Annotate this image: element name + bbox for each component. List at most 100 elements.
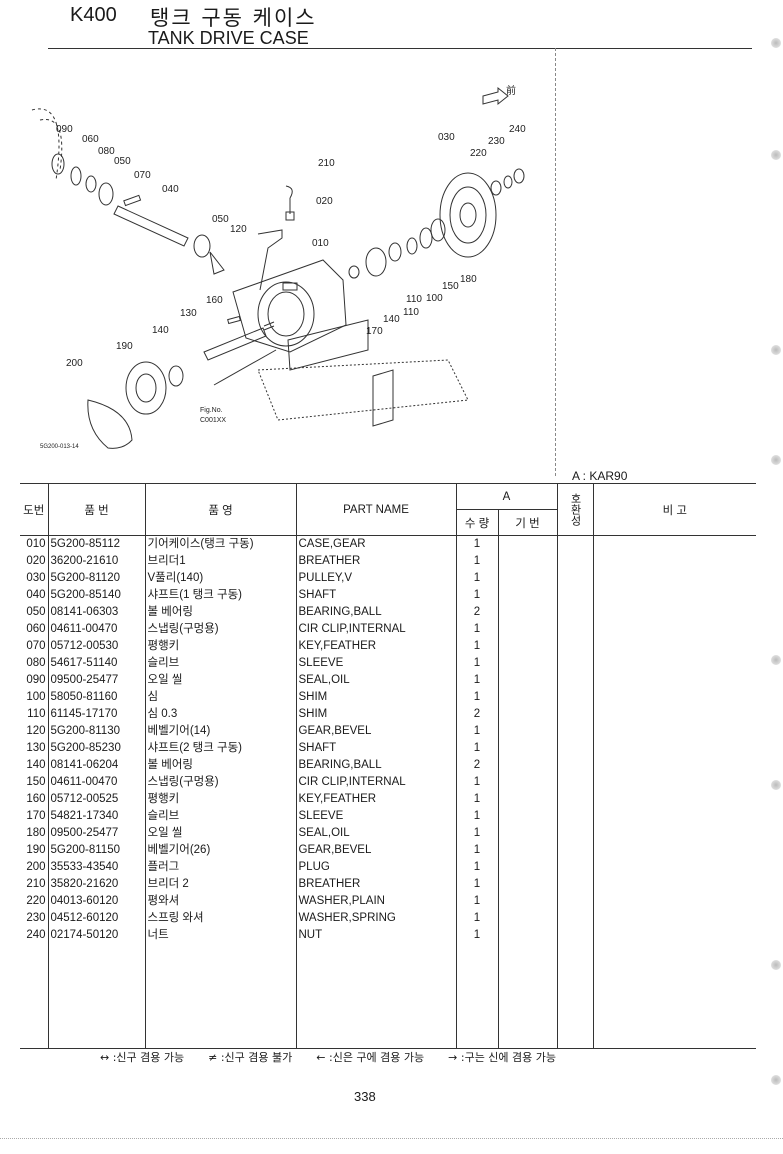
cell-empty [497,876,558,893]
cell-part-no: 08141-06303 [47,604,145,621]
binder-hole [771,960,781,970]
cell-name-en: SHAFT [295,740,456,757]
callout-label: 070 [134,170,151,181]
cell-part-no: 5G200-85140 [47,587,145,604]
cell-empty [497,944,558,1049]
cell-name-ko: 오일 씰 [144,825,296,842]
cell-no: 140 [26,759,46,771]
exploded-parts-diagram: 090 060 080 050 070 040 210 020 050 120 … [31,84,526,450]
cell-empty [592,740,757,757]
callout-label: 220 [470,148,487,159]
cell-qty: 1 [455,774,498,791]
callout-label: 090 [56,124,73,135]
cell-empty [497,638,558,655]
table-filler-row [20,944,757,1049]
cell-empty [556,570,594,587]
compatibility-legend: ↔ :신구 겸용 가능 ≠ :신구 겸용 불가 ← :신은 구에 겸용 가능 →… [100,1049,700,1065]
header-base: 기 번 [497,509,558,536]
cell-name-en: CIR CLIP,INTERNAL [295,774,456,791]
cell-empty [556,655,594,672]
cell-name-ko: 심 0.3 [144,706,296,723]
cell-qty: 1 [455,587,498,604]
cell-qty: 1 [455,570,498,587]
cell-no: 050 [26,606,46,618]
callout-label: 120 [230,224,247,235]
cell-qty: 2 [455,706,498,723]
cell-name-en: GEAR,BEVEL [295,723,456,740]
cell-empty [455,944,498,1049]
cell-name-en: PULLEY,V [295,570,456,587]
cell-no: 040 [26,589,46,601]
callout-label: 050 [114,156,131,167]
cell-empty [556,944,594,1049]
binder-hole [771,38,781,48]
cell-name-ko: 슬리브 [144,655,296,672]
cell-qty: 1 [455,740,498,757]
header-no: 도번 [20,483,48,536]
header-rule [48,48,752,49]
cell-empty [556,910,594,927]
cell-name-ko: 평행키 [144,791,296,808]
cell-part-no: 04611-00470 [47,774,145,791]
cell-empty [592,638,757,655]
cell-empty [556,774,594,791]
parts-table: 도번 품 번 품 영 PART NAME A 호환성 비 고 수 량 기 번 0… [20,483,757,1050]
cell-empty [592,570,757,587]
callout-label: 020 [316,196,333,207]
cell-empty [556,638,594,655]
cell-no: 110 [27,708,46,720]
callout-label: 050 [212,214,229,225]
cell-name-en: KEY,FEATHER [295,791,456,808]
cell-empty [592,876,757,893]
cell-name-en: SEAL,OIL [295,825,456,842]
cell-name-en: SEAL,OIL [295,672,456,689]
cell-empty [556,587,594,604]
cell-empty [556,604,594,621]
binder-hole [771,655,781,665]
cell-no: 170 [26,810,46,822]
cell-no: 060 [26,623,46,635]
cell-empty [497,808,558,825]
cell-qty: 1 [455,927,498,944]
page-number: 338 [354,1089,376,1104]
callout-label: 170 [366,326,383,337]
callout-label: 200 [66,358,83,369]
callout-label: 140 [383,314,400,325]
cell-qty: 2 [455,757,498,774]
cell-empty [556,706,594,723]
cell-empty [556,791,594,808]
cell-name-ko: 브리더1 [144,553,296,570]
cell-part-no: 09500-25477 [47,672,145,689]
cell-no: 070 [26,640,46,652]
callout-label: 180 [460,274,477,285]
cell-no: 160 [26,793,46,805]
callout-label: 110 [403,307,419,318]
cell-part-no: 54617-51140 [47,655,145,672]
cell-no: 120 [26,725,46,737]
cell-no: 100 [26,691,46,703]
cell-empty [497,587,558,604]
fig-number: C001XX [200,417,226,424]
cell-empty [497,553,558,570]
legend-item: ↔ :신구 겸용 가능 [100,1051,185,1064]
callout-label: 140 [152,325,169,336]
cell-empty [556,689,594,706]
cell-empty [592,587,757,604]
cell-empty [497,570,558,587]
cell-empty [497,740,558,757]
cell-no: 150 [26,776,46,788]
fig-label: Fig.No. [200,407,223,414]
cell-empty [497,535,558,553]
cell-name-ko: 스프링 와셔 [144,910,296,927]
cell-empty [497,927,558,944]
cell-name-ko: 너트 [144,927,296,944]
cell-name-ko: 스냅링(구멍용) [144,774,296,791]
